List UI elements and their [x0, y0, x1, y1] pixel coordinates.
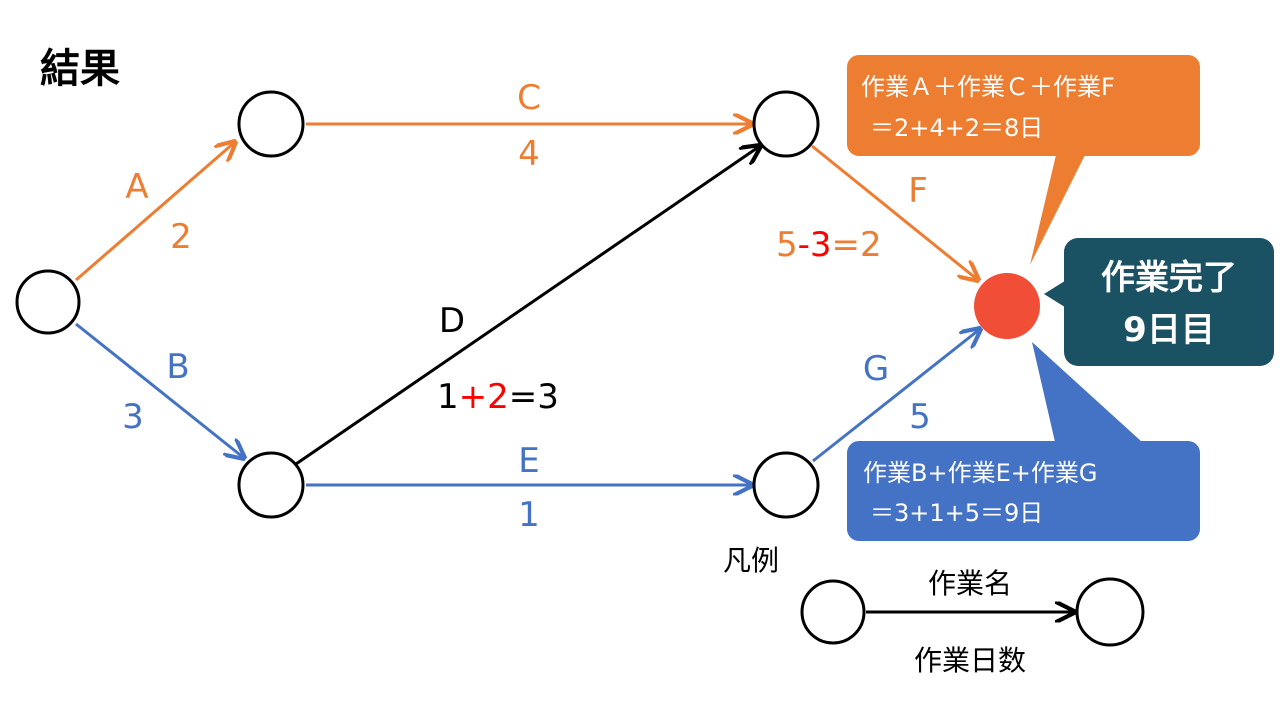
- label-c-days: 4: [518, 134, 540, 174]
- node-end: [974, 273, 1040, 339]
- label-f-calc-op: -3: [798, 225, 832, 265]
- completion-line1: 作業完了: [1101, 258, 1237, 298]
- label-f-calc-eq: =2: [832, 225, 882, 265]
- arrow-g: [812, 329, 980, 463]
- label-b-days: 3: [122, 397, 144, 437]
- completion-line2: 9日目: [1123, 310, 1215, 350]
- orange-callout-line2: ＝2+4+2＝8日: [870, 114, 1043, 142]
- label-a-name: A: [125, 167, 148, 207]
- legend-title: 凡例: [723, 544, 779, 577]
- label-d-name: D: [439, 301, 465, 341]
- arrow-f: [811, 144, 978, 280]
- label-f-name: F: [908, 171, 928, 211]
- orange-path-callout: 作業Ａ＋作業Ｃ＋作業F ＝2+4+2＝8日: [847, 55, 1200, 265]
- label-d-calc-op: +: [459, 377, 488, 417]
- legend-days-label: 作業日数: [914, 644, 1026, 677]
- arrow-d: [295, 146, 760, 466]
- blue-path-callout: 作業B+作業E+作業G ＝3+1+5＝9日: [847, 342, 1200, 541]
- node-after-c: [752, 90, 820, 158]
- node-after-e: [752, 451, 820, 519]
- label-d-calc: 1+2=3: [437, 377, 559, 417]
- label-f-calc-a: 5: [776, 225, 798, 265]
- label-f-calc: 5-3=2: [776, 225, 882, 265]
- arrow-a: [75, 142, 235, 282]
- label-e-days: 1: [518, 495, 540, 535]
- label-g-name: G: [863, 349, 889, 389]
- legend-name-label: 作業名: [928, 567, 1012, 600]
- legend-node-end: [1075, 577, 1145, 647]
- blue-callout-line1: 作業B+作業E+作業G: [863, 459, 1097, 487]
- label-a-days: 2: [170, 217, 192, 257]
- page-title: 結果: [40, 46, 120, 92]
- node-after-b: [237, 451, 305, 519]
- legend-node-start: [800, 579, 866, 645]
- label-d-calc-b: 2: [487, 377, 509, 417]
- label-d-calc-a: 1: [437, 377, 459, 417]
- label-c-name: C: [517, 78, 541, 118]
- arrow-b: [75, 322, 244, 458]
- label-d-calc-eq: =3: [509, 377, 559, 417]
- label-b-name: B: [166, 347, 189, 387]
- label-e-name: E: [518, 441, 539, 481]
- completion-callout: 作業完了 9日目: [1044, 238, 1274, 366]
- node-start: [15, 269, 81, 335]
- label-g-days: 5: [909, 397, 931, 437]
- legend: 凡例 作業名 作業日数: [723, 544, 1145, 677]
- orange-callout-line1: 作業Ａ＋作業Ｃ＋作業F: [861, 73, 1115, 101]
- node-after-a: [237, 90, 305, 158]
- blue-callout-line2: ＝3+1+5＝9日: [870, 499, 1043, 527]
